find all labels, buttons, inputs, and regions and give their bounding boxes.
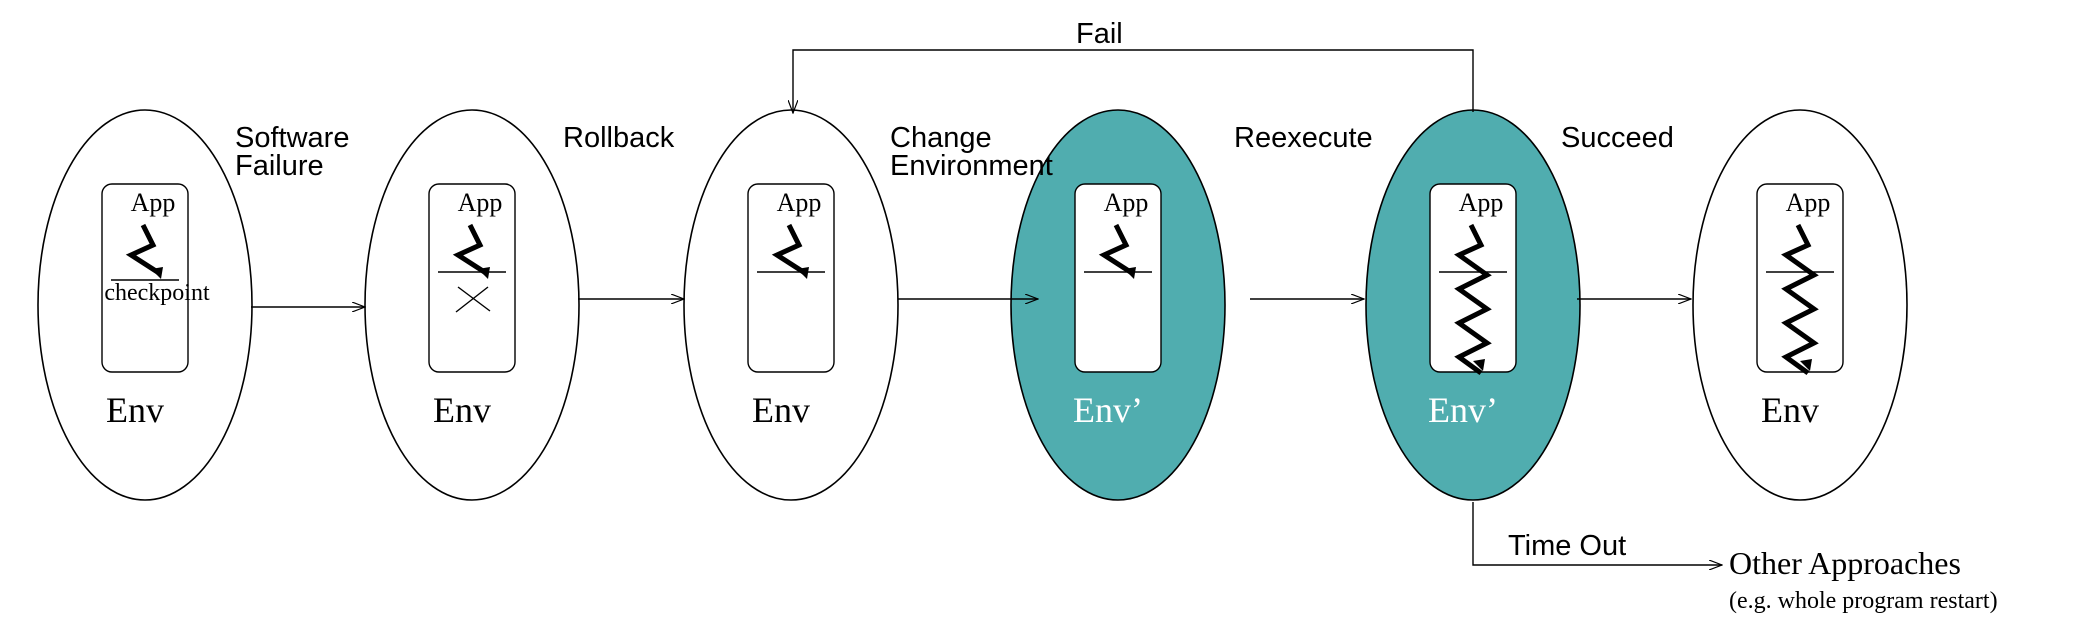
- env-label: Env’: [1073, 390, 1143, 430]
- zigzag-tip-icon: [478, 267, 490, 279]
- env-label: Env’: [1428, 390, 1498, 430]
- app-box: [1074, 183, 1162, 373]
- label-rollback: Rollback: [563, 122, 675, 154]
- app-label: App: [777, 188, 822, 217]
- label-software-failure-line1: Software: [235, 122, 349, 154]
- app-label: App: [1104, 188, 1149, 217]
- app-label: App: [458, 188, 503, 217]
- app-box: [747, 183, 835, 373]
- app-label: App: [1459, 188, 1504, 217]
- label-software-failure-line2: Failure: [235, 150, 324, 182]
- zigzag-tip-icon: [151, 267, 163, 279]
- label-change-environment-line1: Change: [890, 122, 992, 154]
- app-box: [428, 183, 516, 373]
- app-box: [101, 183, 189, 373]
- env-label: Env: [433, 390, 491, 430]
- label-succeed: Succeed: [1561, 122, 1674, 154]
- env-label: Env: [106, 390, 164, 430]
- execution-zigzag-icon: [1781, 223, 1819, 376]
- execution-zigzag-icon: [452, 223, 488, 276]
- other-approaches-note: (e.g. whole program restart): [1729, 588, 1998, 614]
- checkpoint-label: checkpoint: [104, 280, 210, 306]
- label-change-environment-line2: Environment: [890, 150, 1053, 182]
- label-reexecute: Reexecute: [1234, 122, 1373, 154]
- app-box: [1756, 183, 1844, 373]
- fail-loop-arrow: [793, 49, 1474, 113]
- app-box: [1429, 183, 1517, 373]
- app-label: App: [131, 188, 176, 217]
- zigzag-tip-icon: [1473, 359, 1485, 371]
- env-label: Env: [752, 390, 810, 430]
- zigzag-tip-icon: [1800, 359, 1812, 371]
- label-fail: Fail: [1076, 18, 1123, 50]
- time-out-arrow: [1472, 502, 1722, 565]
- rollback-cross-icon: [455, 286, 491, 313]
- app-label: App: [1786, 188, 1831, 217]
- zigzag-tip-icon: [797, 267, 809, 279]
- other-approaches-title: Other Approaches: [1729, 545, 1961, 581]
- arrows: [251, 49, 1722, 565]
- execution-zigzag-icon: [125, 223, 161, 276]
- label-time-out: Time Out: [1508, 530, 1626, 562]
- execution-zigzag-icon: [1454, 223, 1492, 376]
- env-label: Env: [1761, 390, 1819, 430]
- zigzag-tip-icon: [1124, 267, 1136, 279]
- execution-zigzag-icon: [771, 223, 807, 276]
- execution-zigzag-icon: [1098, 223, 1134, 276]
